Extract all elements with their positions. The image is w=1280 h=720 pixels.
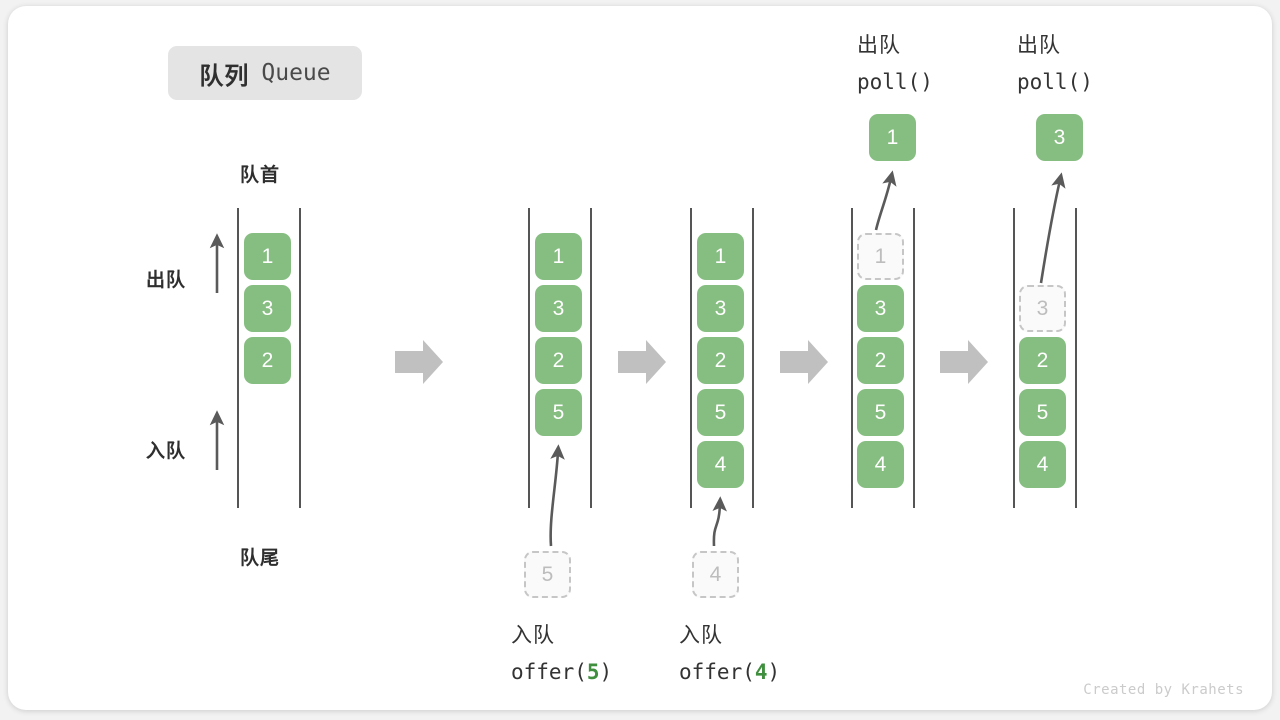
operation-caption-offer-5: 入队 offer(5) (511, 618, 612, 690)
label-dequeue-direction: 出队 (146, 270, 187, 291)
operation-close: ) (1080, 70, 1093, 94)
rail-right-stage-1 (299, 208, 301, 508)
step-arrow (780, 340, 828, 384)
operation-label-cn: 入队 (511, 624, 555, 647)
queue-element: 3 (535, 285, 582, 332)
flow-arrow-offer-4 (712, 496, 727, 547)
diagram-title-en: Queue (261, 60, 331, 86)
queue-element: 1 (244, 233, 291, 280)
rail-right-stage-4 (913, 208, 915, 508)
operation-fn: poll( (857, 70, 921, 94)
queue-element: 2 (1019, 337, 1066, 384)
operation-fn: offer( (511, 660, 587, 684)
label-enqueue-direction: 入队 (146, 441, 187, 462)
queue-element: 5 (1019, 389, 1066, 436)
removed-element-ghost: 3 (1019, 285, 1066, 332)
queue-element: 4 (697, 441, 744, 488)
queue-element: 2 (535, 337, 582, 384)
removed-element-ghost: 1 (857, 233, 904, 280)
step-arrow (940, 340, 988, 384)
step-arrow (395, 340, 443, 384)
queue-element: 2 (244, 337, 291, 384)
operation-fn: poll( (1017, 70, 1081, 94)
operation-arg: 4 (754, 660, 768, 684)
flow-arrow-poll-1 (874, 170, 897, 231)
watermark: Created by Krahets (1083, 682, 1244, 698)
rail-right-stage-2 (590, 208, 592, 508)
rail-left-stage-5 (1013, 208, 1015, 508)
operation-code: poll() (857, 64, 933, 100)
operation-fn: offer( (679, 660, 755, 684)
flow-arrow-poll-3 (1039, 172, 1066, 284)
queue-element: 2 (857, 337, 904, 384)
popped-element: 3 (1036, 114, 1083, 161)
queue-element: 5 (535, 389, 582, 436)
operation-caption-poll-3: 出队 poll() (1017, 28, 1093, 100)
operation-label-cn: 入队 (679, 624, 723, 647)
queue-element: 3 (244, 285, 291, 332)
operation-arg: 5 (586, 660, 600, 684)
incoming-element-ghost: 5 (524, 551, 571, 598)
queue-element: 4 (1019, 441, 1066, 488)
queue-element: 5 (697, 389, 744, 436)
rail-left-stage-1 (237, 208, 239, 508)
diagram-title-cn: 队列 (199, 62, 250, 90)
rail-right-stage-3 (752, 208, 754, 508)
rail-right-stage-5 (1075, 208, 1077, 508)
operation-code: offer(4) (679, 654, 780, 690)
operation-code: offer(5) (511, 654, 612, 690)
flow-arrow-offer-5 (549, 444, 565, 547)
rail-left-stage-4 (851, 208, 853, 508)
diagram-title-badge: 队列 Queue (168, 46, 362, 100)
rail-left-stage-3 (690, 208, 692, 508)
popped-element: 1 (869, 114, 916, 161)
incoming-element-ghost: 4 (692, 551, 739, 598)
label-queue-front: 队首 (240, 165, 281, 186)
step-arrow (618, 340, 666, 384)
queue-element: 1 (697, 233, 744, 280)
rail-left-stage-2 (528, 208, 530, 508)
operation-label-cn: 出队 (857, 34, 901, 57)
queue-element: 4 (857, 441, 904, 488)
operation-close: ) (920, 70, 933, 94)
label-queue-rear: 队尾 (240, 548, 281, 569)
queue-element: 3 (857, 285, 904, 332)
operation-close: ) (599, 660, 613, 684)
queue-element: 3 (697, 285, 744, 332)
operation-caption-poll-1: 出队 poll() (857, 28, 933, 100)
operation-close: ) (767, 660, 781, 684)
queue-element: 5 (857, 389, 904, 436)
operation-label-cn: 出队 (1017, 34, 1061, 57)
queue-element: 2 (697, 337, 744, 384)
queue-element: 1 (535, 233, 582, 280)
operation-caption-offer-4: 入队 offer(4) (679, 618, 780, 690)
operation-code: poll() (1017, 64, 1093, 100)
